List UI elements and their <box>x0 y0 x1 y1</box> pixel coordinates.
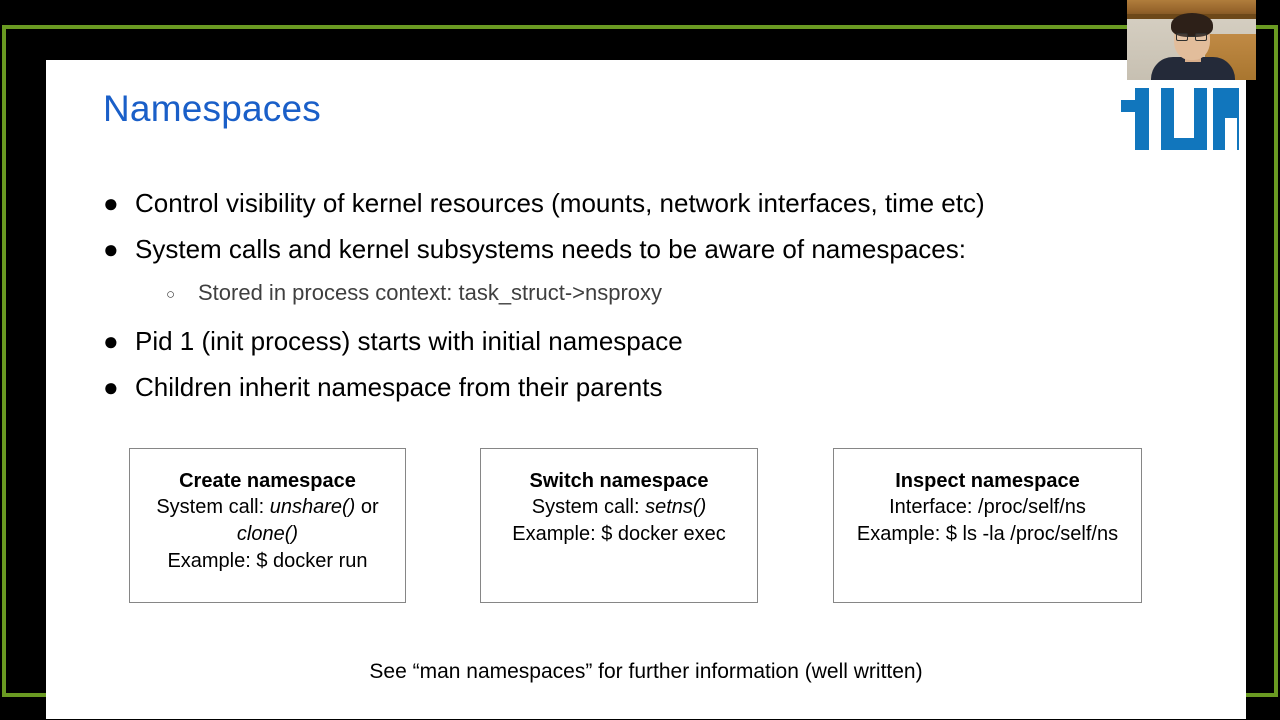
list-item: ● Pid 1 (init process) starts with initi… <box>103 320 1213 362</box>
page-title: Namespaces <box>103 88 321 129</box>
info-box-line-label: System call: <box>531 496 646 518</box>
info-box-title: Inspect namespace <box>895 470 1080 492</box>
info-box-title: Switch namespace <box>529 470 709 492</box>
list-item: ● Control visibility of kernel resources… <box>103 182 1213 224</box>
info-box-create-namespace: Create namespace System call: unshare() … <box>129 448 406 603</box>
bullet-circle-icon: ○ <box>166 286 176 303</box>
presentation-green-frame: Namespaces ● <box>2 25 1278 719</box>
info-box-line-emphasis: setns() <box>645 496 707 518</box>
info-box-line: System call: setns() <box>481 494 757 521</box>
bullet-text: Children inherit namespace from their pa… <box>135 372 663 402</box>
bullet-text: System calls and kernel subsystems needs… <box>135 234 966 264</box>
webcam-shelf <box>1127 0 1256 17</box>
bullet-list: ● Control visibility of kernel resources… <box>103 182 1213 412</box>
webcam-person-torso <box>1151 57 1235 80</box>
info-box-title: Create namespace <box>179 470 356 492</box>
info-box-line: Interface: /proc/self/ns <box>889 496 1086 518</box>
bullet-dot-icon: ● <box>103 326 119 356</box>
info-box-line-emphasis: clone() <box>236 523 299 545</box>
info-box-inspect-namespace: Inspect namespace Interface: /proc/self/… <box>833 448 1142 603</box>
info-box-line: Example: $ docker run <box>167 550 368 572</box>
slide-canvas: Namespaces ● <box>46 60 1246 719</box>
info-box-line: Example: $ ls -la /proc/self/ns <box>856 523 1119 545</box>
info-box-switch-namespace: Switch namespace System call: setns() Ex… <box>480 448 758 603</box>
namespace-operation-boxes: Create namespace System call: unshare() … <box>46 448 1246 603</box>
bullet-text: Pid 1 (init process) starts with initial… <box>135 326 683 356</box>
bullet-dot-icon: ● <box>103 234 119 264</box>
glasses-right-lens <box>1195 33 1207 41</box>
info-box-line-emphasis: unshare() <box>269 496 356 518</box>
bullet-text-sub: Stored in process context: task_struct->… <box>198 280 663 305</box>
footer-note: See “man namespaces” for further informa… <box>369 660 923 683</box>
info-box-line-label: System call: <box>156 496 270 518</box>
bullet-text: Control visibility of kernel resources (… <box>135 188 985 218</box>
presenter-webcam-overlay <box>1127 0 1256 80</box>
list-item: ● Children inherit namespace from their … <box>103 366 1213 408</box>
info-box-line-tail: or <box>355 496 379 518</box>
glasses-left-lens <box>1176 33 1188 41</box>
list-item: ● System calls and kernel subsystems nee… <box>103 228 1213 270</box>
info-box-line: Example: $ docker exec <box>512 523 726 545</box>
info-box-line: clone() <box>130 521 405 548</box>
info-box-line: System call: unshare() or <box>130 494 405 521</box>
bullet-dot-icon: ● <box>103 188 119 218</box>
list-item-sub: ○ Stored in process context: task_struct… <box>103 274 1213 316</box>
glasses-bridge <box>1188 36 1195 38</box>
glasses-icon <box>1176 33 1208 41</box>
bullet-dot-icon: ● <box>103 372 119 402</box>
tum-logo <box>1121 88 1239 150</box>
